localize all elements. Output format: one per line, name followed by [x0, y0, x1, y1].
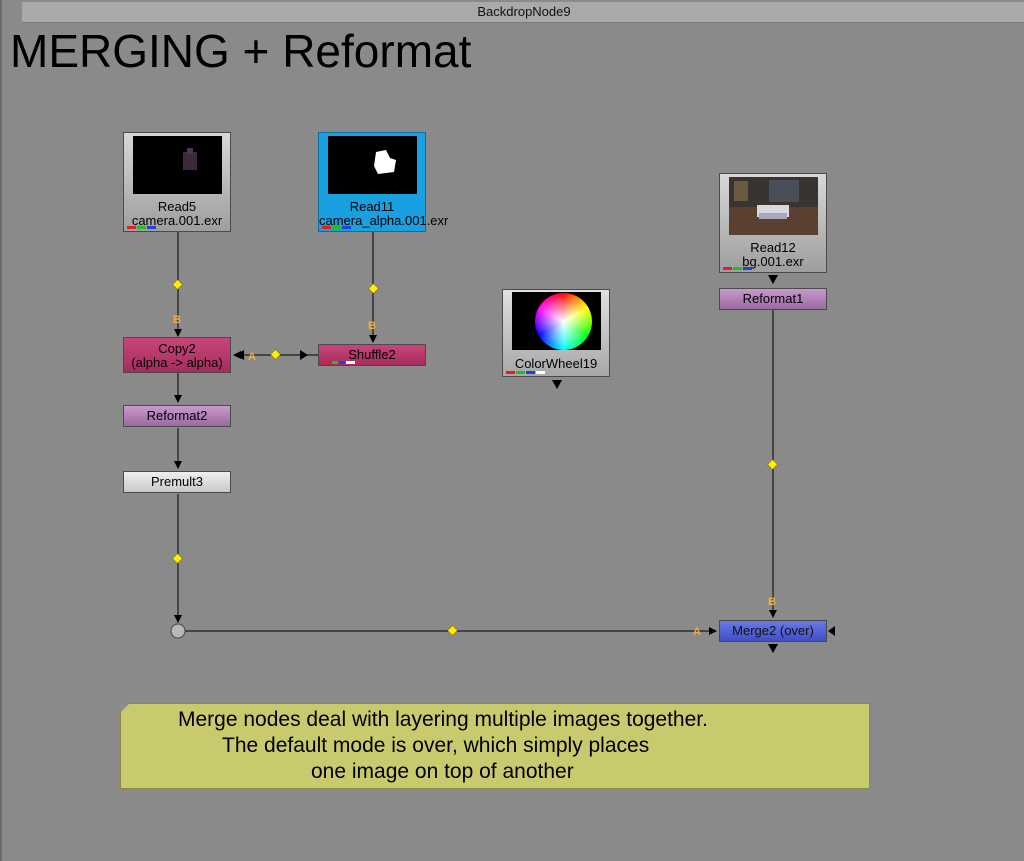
read12-filename: bg.001.exr — [742, 254, 804, 269]
read11-label: Read11 — [349, 199, 395, 214]
colorwheel19-label: ColorWheel19 — [514, 356, 598, 371]
merge2-a-input[interactable]: A — [693, 626, 701, 638]
merge2-b-input[interactable]: B — [768, 596, 776, 608]
read12-thumbnail — [729, 177, 818, 235]
color-wheel-icon — [535, 293, 592, 350]
reformat2-label: Reformat2 — [146, 408, 208, 423]
read11-node[interactable]: Read11 camera_alpha.001.exr — [318, 132, 449, 232]
backdrop-heading: MERGING + Reformat — [10, 25, 472, 77]
channel-indicator — [127, 226, 156, 229]
mask-arrow-merge2 — [828, 626, 835, 636]
shuffle2-label: Shuffle2 — [348, 347, 396, 362]
channel-indicator — [506, 371, 545, 374]
merge2-node[interactable]: Merge2 (over) — [719, 620, 827, 642]
premult3-node[interactable]: Premult3 — [123, 471, 231, 493]
read11-thumbnail — [328, 136, 417, 194]
wire-dot[interactable] — [767, 459, 778, 470]
wire-dot[interactable] — [270, 349, 281, 360]
premult3-label: Premult3 — [150, 474, 204, 489]
read12-node[interactable]: Read12 bg.001.exr — [719, 173, 827, 273]
sticky-note[interactable]: Merge nodes deal with layering multiple … — [120, 703, 870, 789]
sticky-note-line-2: The default mode is over, which simply p… — [222, 734, 650, 757]
copy2-label: Copy2 — [158, 341, 196, 356]
dot-node[interactable] — [170, 623, 186, 639]
wire-dot[interactable] — [368, 283, 379, 294]
colorwheel19-node[interactable]: ColorWheel19 — [502, 289, 610, 377]
channel-indicator — [325, 361, 355, 364]
output-arrow-read12 — [768, 275, 778, 284]
copy2-input-arrow — [236, 350, 244, 360]
read5-node[interactable]: Read5 camera.001.exr — [123, 132, 231, 232]
copy2-sublabel: (alpha -> alpha) — [131, 355, 223, 370]
channel-indicator — [322, 226, 351, 229]
shuffle2-input-arrow — [300, 350, 308, 360]
shuffle2-node[interactable]: Shuffle2 — [318, 344, 426, 366]
copy2-b-input[interactable]: B — [173, 314, 181, 326]
reformat1-label: Reformat1 — [742, 291, 804, 306]
read5-filename: camera.001.exr — [131, 213, 223, 228]
wire-dot[interactable] — [447, 625, 458, 636]
sticky-note-line-1: Merge nodes deal with layering multiple … — [178, 708, 708, 731]
read11-filename: camera_alpha.001.exr — [319, 213, 449, 228]
backdrop-title[interactable]: BackdropNode9 — [22, 2, 1024, 23]
output-arrow-colorwheel19 — [552, 380, 562, 389]
read12-label: Read12 — [750, 240, 796, 255]
reformat1-node[interactable]: Reformat1 — [719, 288, 827, 310]
copy2-node[interactable]: Copy2 (alpha -> alpha) — [123, 337, 231, 373]
output-arrow-merge2 — [768, 644, 778, 653]
merge2-label: Merge2 (over) — [732, 623, 814, 638]
sticky-note-line-3: one image on top of another — [311, 760, 574, 783]
reformat2-node[interactable]: Reformat2 — [123, 405, 231, 427]
copy2-a-input[interactable]: A — [248, 351, 256, 363]
read5-label: Read5 — [157, 199, 197, 214]
sticky-note-corner — [120, 703, 130, 713]
read5-thumbnail — [133, 136, 222, 194]
shuffle2-b-input[interactable]: B — [368, 320, 376, 332]
colorwheel19-thumbnail — [512, 292, 601, 350]
wire-dot[interactable] — [172, 553, 183, 564]
channel-indicator — [723, 267, 752, 270]
wire-dot[interactable] — [172, 279, 183, 290]
